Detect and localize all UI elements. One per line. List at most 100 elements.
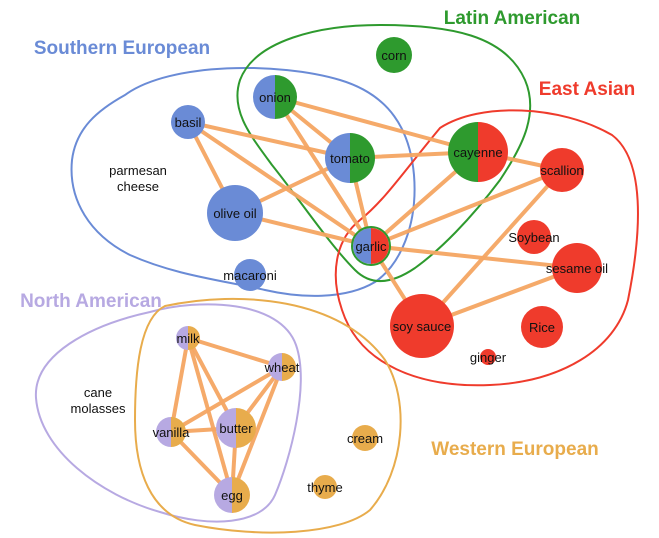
edge-onion-cayenne [273, 95, 480, 154]
node-label: milk [176, 331, 200, 346]
node-rice: Rice [521, 306, 563, 348]
edge-soy_sauce-scallion [420, 168, 564, 328]
edge-milk-vanilla [169, 336, 190, 434]
edge-wheat-vanilla [169, 365, 284, 434]
hull-southern-european [70, 66, 416, 297]
node-olive-oil: olive oil [207, 185, 263, 241]
node-label: Soybean [508, 230, 559, 245]
hull-western-european [133, 297, 402, 534]
node-basil: basil [171, 105, 205, 139]
label-east-asian: East Asian [539, 79, 635, 100]
node-circle [480, 349, 496, 365]
edge-basil-garlic [186, 120, 373, 248]
node-half-left [156, 417, 171, 447]
cluster-labels: Southern European Latin American East As… [20, 8, 635, 460]
node-half-right [350, 133, 375, 183]
node-label: ginger [470, 350, 507, 365]
edge-garlic-sesame_oil [369, 244, 579, 270]
node-wheat: wheat [264, 353, 300, 381]
node-half-left [253, 75, 275, 119]
node-ginger: ginger [470, 349, 507, 365]
node-circle [517, 220, 551, 254]
node-label: wheat [264, 360, 300, 375]
node-garlic: garlic [351, 226, 391, 266]
node-thyme: thyme [307, 475, 343, 499]
node-milk: milk [176, 326, 200, 350]
node-circle [540, 148, 584, 192]
node-label: garlic [355, 239, 387, 254]
node-cream: cream [347, 425, 383, 451]
hull-north-american [34, 303, 302, 523]
nodes: corn onion basil tomato cayenne scallion parme… [71, 37, 608, 513]
node-egg: egg [214, 477, 250, 513]
label-latin-american: Latin American [444, 8, 581, 29]
node-label: corn [381, 48, 406, 63]
node-label: butter [219, 421, 253, 436]
label-western-european: Western European [431, 439, 599, 460]
node-circle [552, 243, 602, 293]
edge-milk-egg [186, 336, 234, 497]
node-half-right [478, 122, 508, 182]
node-half-right [232, 477, 250, 513]
node-half-left [448, 122, 478, 182]
node-scallion: scallion [540, 148, 584, 192]
node-ring [351, 226, 391, 266]
edge-milk-wheat [186, 336, 284, 369]
node-cayenne: cayenne [448, 122, 508, 182]
node-circle [313, 475, 337, 499]
node-circle [376, 37, 412, 73]
node-label: tomato [330, 151, 370, 166]
node-half-right [371, 228, 389, 264]
node-circle [234, 259, 266, 291]
node-label: onion [259, 90, 291, 105]
node-label: cream [347, 431, 383, 446]
node-label: macaroni [223, 268, 277, 283]
node-half-left [268, 353, 282, 381]
node-sesame-oil: sesame oil [546, 243, 608, 293]
node-half-right [236, 408, 256, 448]
node-half-right [282, 353, 296, 381]
node-label: soy sauce [393, 319, 452, 334]
node-label: Rice [529, 320, 555, 335]
node-circle [390, 294, 454, 358]
node-label: vanilla [153, 425, 191, 440]
node-corn: corn [376, 37, 412, 73]
label-southern-european: Southern European [34, 38, 210, 59]
node-label: egg [221, 488, 243, 503]
node-half-right [171, 417, 186, 447]
node-label: olive oil [213, 206, 256, 221]
node-label: scallion [540, 163, 583, 178]
node-label: sesame oil [546, 261, 608, 276]
node-vanilla: vanilla [153, 417, 191, 447]
node-label: basil [175, 115, 202, 130]
cluster-hulls [34, 23, 639, 534]
node-half-left [214, 477, 232, 513]
edge-basil-tomato [186, 120, 352, 160]
node-half-left [216, 408, 236, 448]
node-half-left [353, 228, 371, 264]
node-circle [207, 185, 263, 241]
edge-wheat-egg [230, 365, 284, 497]
node-half-right [188, 326, 200, 350]
node-half-right [275, 75, 297, 119]
label-north-american: North American [20, 291, 162, 312]
node-butter: butter [216, 408, 256, 448]
node-label: thyme [307, 480, 342, 495]
node-soybean: Soybean [508, 220, 560, 254]
node-half-left [176, 326, 188, 350]
node-tomato: tomato [325, 133, 375, 183]
node-soy-sauce: soy sauce [390, 294, 454, 358]
node-circle [521, 306, 563, 348]
edge-garlic-scallion [369, 168, 564, 248]
hull-east-asian [334, 109, 639, 387]
node-onion: onion [253, 75, 297, 119]
node-macaroni: macaroni [223, 259, 277, 291]
node-label: cayenne [453, 145, 502, 160]
node-half-left [325, 133, 350, 183]
node-circle [171, 105, 205, 139]
